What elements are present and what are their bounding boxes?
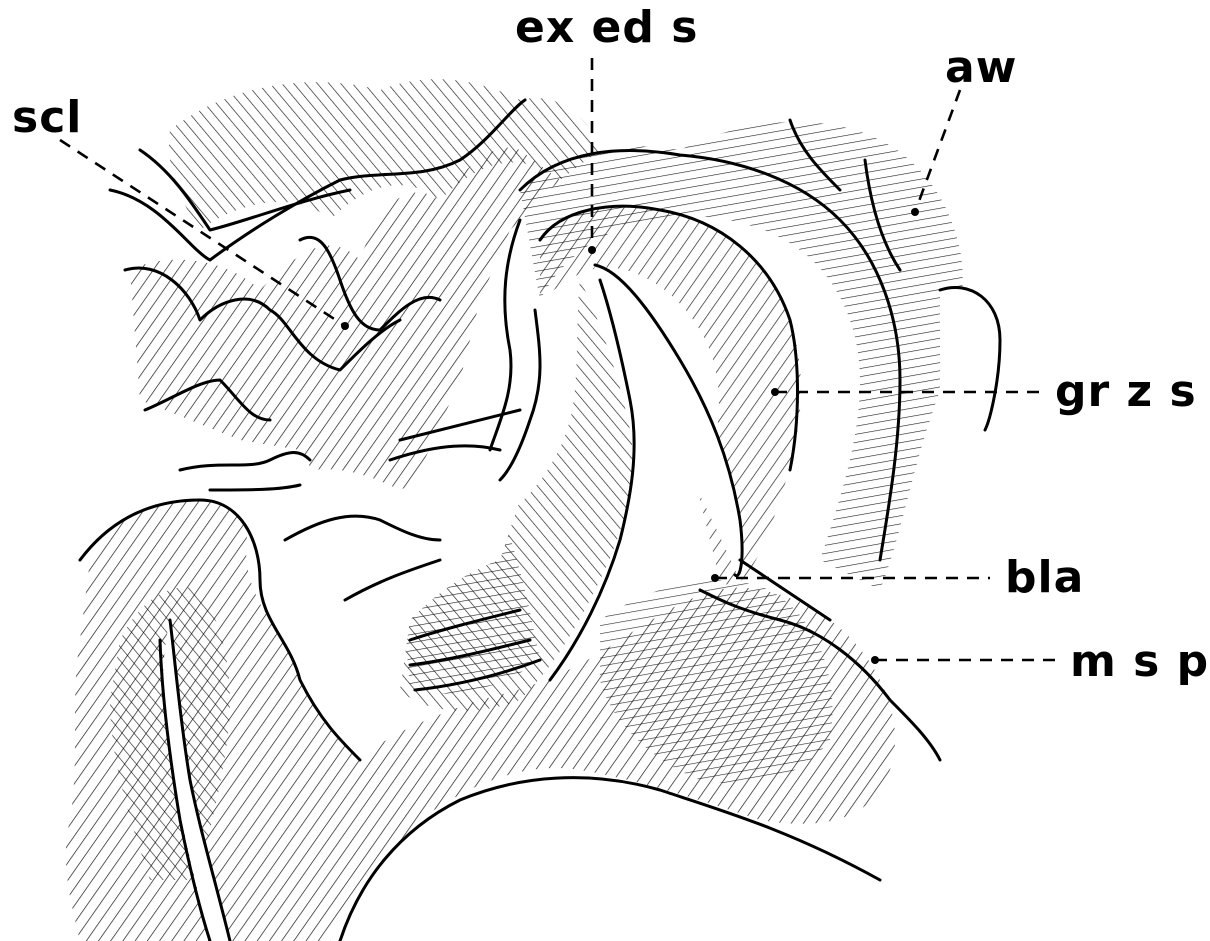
label-m-s-pl: m s pl	[1070, 636, 1210, 687]
upper-left-tissue	[130, 79, 600, 520]
label-bla: bla	[1005, 552, 1084, 603]
leader-dot-aw	[911, 208, 919, 216]
label-scl: scl	[12, 92, 82, 143]
leader-dot-m-s-pl	[871, 656, 879, 664]
leader-dot-gr-z-s	[771, 388, 779, 396]
leader-dot-bla	[711, 574, 719, 582]
label-gr-z-s: gr z s	[1055, 366, 1197, 417]
label-aw: aw	[945, 42, 1017, 93]
leader-dot-scl	[341, 322, 349, 330]
label-ex-ed-s: ex ed s	[515, 2, 698, 53]
leader-dot-ex-ed-s	[588, 246, 596, 254]
